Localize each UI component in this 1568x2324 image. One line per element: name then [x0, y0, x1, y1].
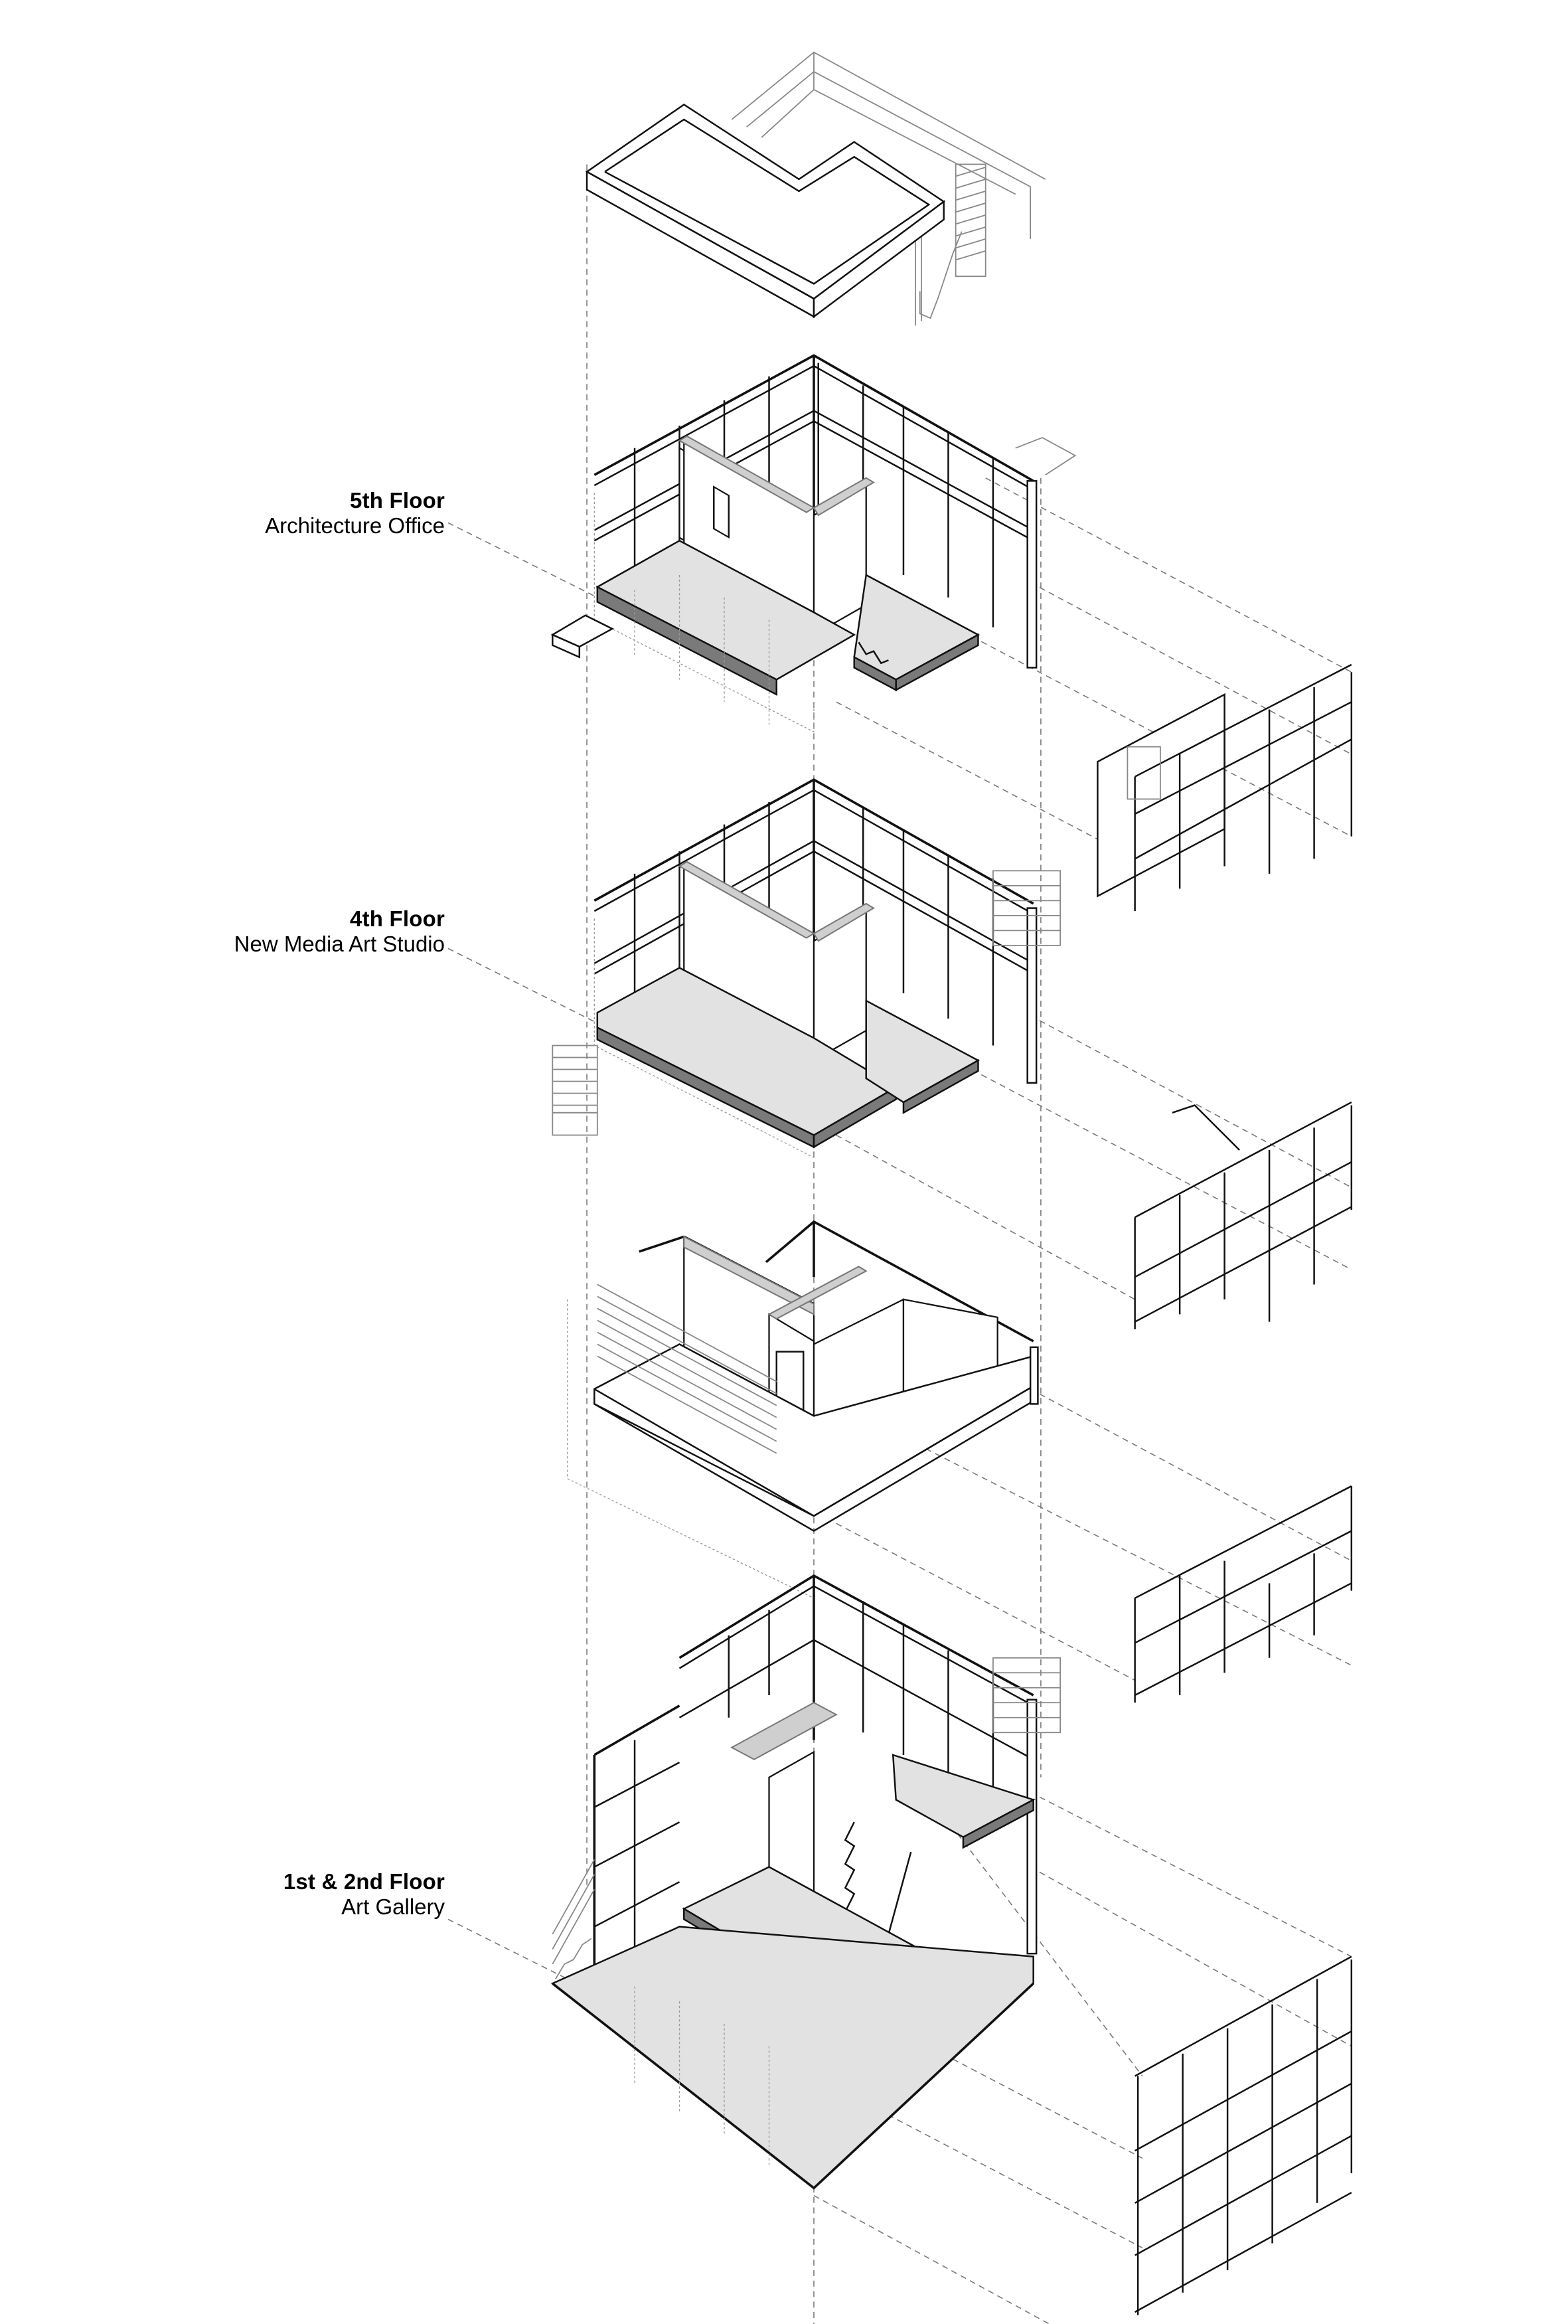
facade-panel-bottom	[1135, 1955, 1353, 2315]
label-subtitle: Art Gallery	[341, 1894, 445, 1919]
label-title: 1st & 2nd Floor	[283, 1869, 445, 1894]
floor-1-2-component	[550, 1574, 1061, 2190]
label-subtitle: New Media Art Studio	[234, 931, 445, 956]
floor-4-balcony-rail-left	[552, 1044, 598, 1136]
floor-1-2-balcony-rail	[992, 1657, 1061, 1734]
floor-3-component	[567, 1220, 1039, 1599]
label-4th-floor: 4th Floor New Media Art Studio	[234, 906, 445, 957]
label-subtitle: Architecture Office	[265, 513, 445, 538]
facade-projection-lines	[813, 477, 1352, 2324]
label-5th-floor: 5th Floor Architecture Office	[265, 488, 445, 539]
label-title: 4th Floor	[350, 906, 445, 931]
label-leader-lines	[447, 522, 628, 2010]
floor-3-hatched-screen	[597, 1284, 777, 1454]
label-1st-2nd-floor: 1st & 2nd Floor Art Gallery	[283, 1869, 445, 1920]
floor-4-component	[552, 778, 1061, 1158]
floor-5-component	[550, 354, 1077, 733]
roof-stair-rail	[915, 163, 986, 326]
facade-panel-upper	[1097, 663, 1353, 912]
floor-4-balcony-rail-right	[992, 870, 1061, 946]
facade-panel-lower-middle	[1134, 1485, 1353, 1703]
roof-component	[585, 51, 1046, 326]
facade-panel-middle	[1134, 1101, 1353, 1329]
label-title: 5th Floor	[350, 488, 445, 513]
floor-1-2-exterior-stair	[552, 1859, 595, 1979]
